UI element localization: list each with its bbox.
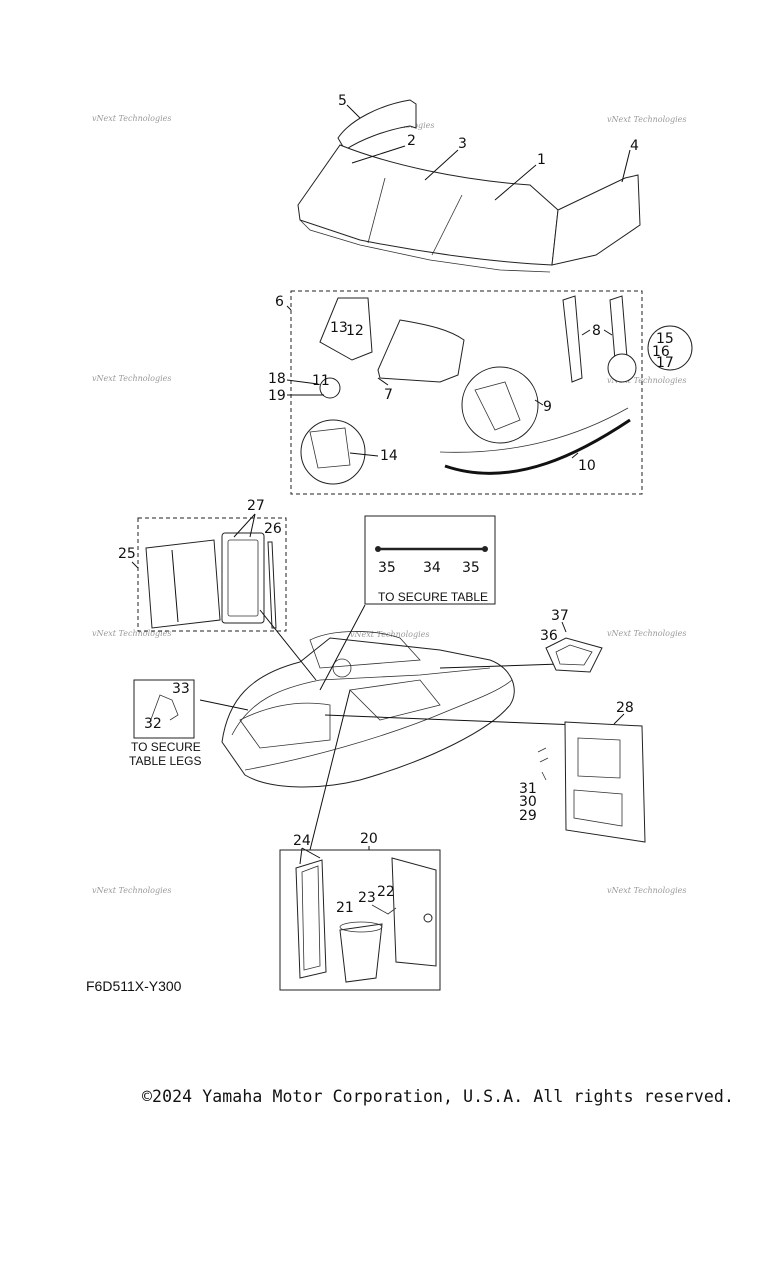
callout-13: 13: [330, 320, 348, 336]
callout-28: 28: [616, 700, 634, 716]
trim-strip: [439, 407, 629, 453]
watermark: vNext Technologies: [607, 886, 686, 895]
storage-cabinet-group: 28 31 30 29: [519, 700, 646, 843]
watermark: vNext Technologies: [607, 629, 686, 638]
note-secure-table-legs-1: TO SECURE: [131, 740, 201, 754]
callout-14: 14: [380, 448, 398, 464]
callout-25: 25: [118, 546, 136, 562]
callout-1: 1: [537, 152, 546, 168]
copyright-notice: ©2024 Yamaha Motor Corporation, U.S.A. A…: [142, 1087, 734, 1106]
callout-35-right: 35: [462, 560, 480, 576]
callout-18: 18: [268, 371, 286, 387]
callout-21: 21: [336, 900, 354, 916]
group-box-6: [290, 290, 643, 495]
door-seal-frame: [221, 532, 265, 624]
cabinet-fastener: [537, 747, 549, 781]
trash-bin: [339, 923, 383, 983]
callout-30: 30: [519, 794, 537, 810]
trim-strip: [444, 418, 631, 475]
callout-15: 15: [656, 331, 674, 347]
note-secure-table: TO SECURE TABLE: [378, 590, 488, 604]
callout-3: 3: [458, 136, 467, 152]
windshield-side-panel: [551, 174, 641, 266]
cup-holder-group: 37 36: [540, 608, 603, 673]
windshield-top-rail: [337, 99, 417, 151]
callout-19: 19: [268, 388, 286, 404]
note-secure-table-legs-2: TABLE LEGS: [129, 754, 201, 768]
callout-20: 20: [360, 831, 378, 847]
watermark: vNext Technologies: [92, 629, 171, 638]
callout-9: 9: [543, 399, 552, 415]
windshield-seam: [367, 177, 386, 244]
watermark: vNext Technologies: [607, 115, 686, 124]
watermark: vNext Technologies: [607, 376, 686, 385]
storage-cabinet: [564, 721, 646, 843]
callout-5: 5: [338, 93, 347, 109]
bin-door-panel: [391, 857, 437, 967]
detail-circle-14: [300, 419, 366, 485]
windshield-center-panel: [297, 144, 559, 266]
boat-hull: [199, 604, 579, 851]
callout-31: 31: [519, 781, 537, 797]
callout-34: 34: [423, 560, 441, 576]
fastener-detail-circle: [647, 325, 693, 371]
callout-29: 29: [519, 808, 537, 824]
callout-17: 17: [656, 355, 674, 371]
steering-wheel: [332, 658, 352, 678]
watermark: vNext Technologies: [92, 374, 171, 383]
center-glass: [377, 319, 465, 383]
callout-35-left: 35: [378, 560, 396, 576]
watermark: vNext Technologies: [350, 630, 429, 639]
windshield-post: [562, 295, 583, 383]
vent-window: [319, 297, 373, 361]
boat-hull-outline: [221, 637, 515, 788]
diagram-code: F6D511X-Y300: [86, 978, 182, 994]
callout-12: 12: [346, 323, 364, 339]
boat-deck: [349, 679, 441, 721]
group-box-25: [137, 517, 287, 632]
callout-4: 4: [630, 138, 639, 154]
callout-11: 11: [312, 373, 330, 389]
table-legs-group: 33 32 TO SECURE TABLE LEGS: [129, 679, 201, 768]
callout-32: 32: [144, 716, 162, 732]
callout-27: 27: [247, 498, 265, 514]
door-trim-strip: [267, 541, 277, 629]
fastener-detail: [319, 377, 341, 399]
door-group: 25 27 26: [118, 498, 287, 632]
windshield-glass-group: 6 13 12 7 11 18 19 14 9 8 15: [268, 290, 693, 495]
boat-windshield: [309, 631, 421, 669]
table-strap-box: [364, 515, 496, 605]
watermark: vNext Technologies: [92, 886, 171, 895]
bin-fastener: [371, 904, 397, 915]
windshield-seam: [431, 194, 463, 256]
callout-7: 7: [384, 387, 393, 403]
table-legs-box: [133, 679, 195, 739]
windshield-assembly: 5 2 3 1 4: [297, 93, 641, 273]
callout-10: 10: [578, 458, 596, 474]
callout-8: 8: [592, 323, 601, 339]
door-gasket-frame: [295, 859, 327, 979]
door-panel: [145, 539, 221, 629]
windshield-lower-edge: [299, 219, 551, 273]
table-strap-group: 35 34 35 TO SECURE TABLE: [364, 515, 496, 605]
boat-cockpit: [239, 702, 331, 749]
detail-circle-9: [461, 366, 539, 444]
callout-6: 6: [275, 294, 284, 310]
callout-2: 2: [407, 133, 416, 149]
callout-22: 22: [377, 884, 395, 900]
watermark: vNext Technologies: [92, 114, 171, 123]
trash-bin-group: 24 20 21 23 22: [279, 831, 441, 991]
callout-24: 24: [293, 833, 311, 849]
callout-37: 37: [551, 608, 569, 624]
callout-33: 33: [172, 681, 190, 697]
callout-23: 23: [358, 890, 376, 906]
callout-16: 16: [652, 344, 670, 360]
leg-clip: [149, 694, 179, 723]
fastener-detail-circle: [607, 353, 637, 383]
callout-36: 36: [540, 628, 558, 644]
callout-26: 26: [264, 521, 282, 537]
